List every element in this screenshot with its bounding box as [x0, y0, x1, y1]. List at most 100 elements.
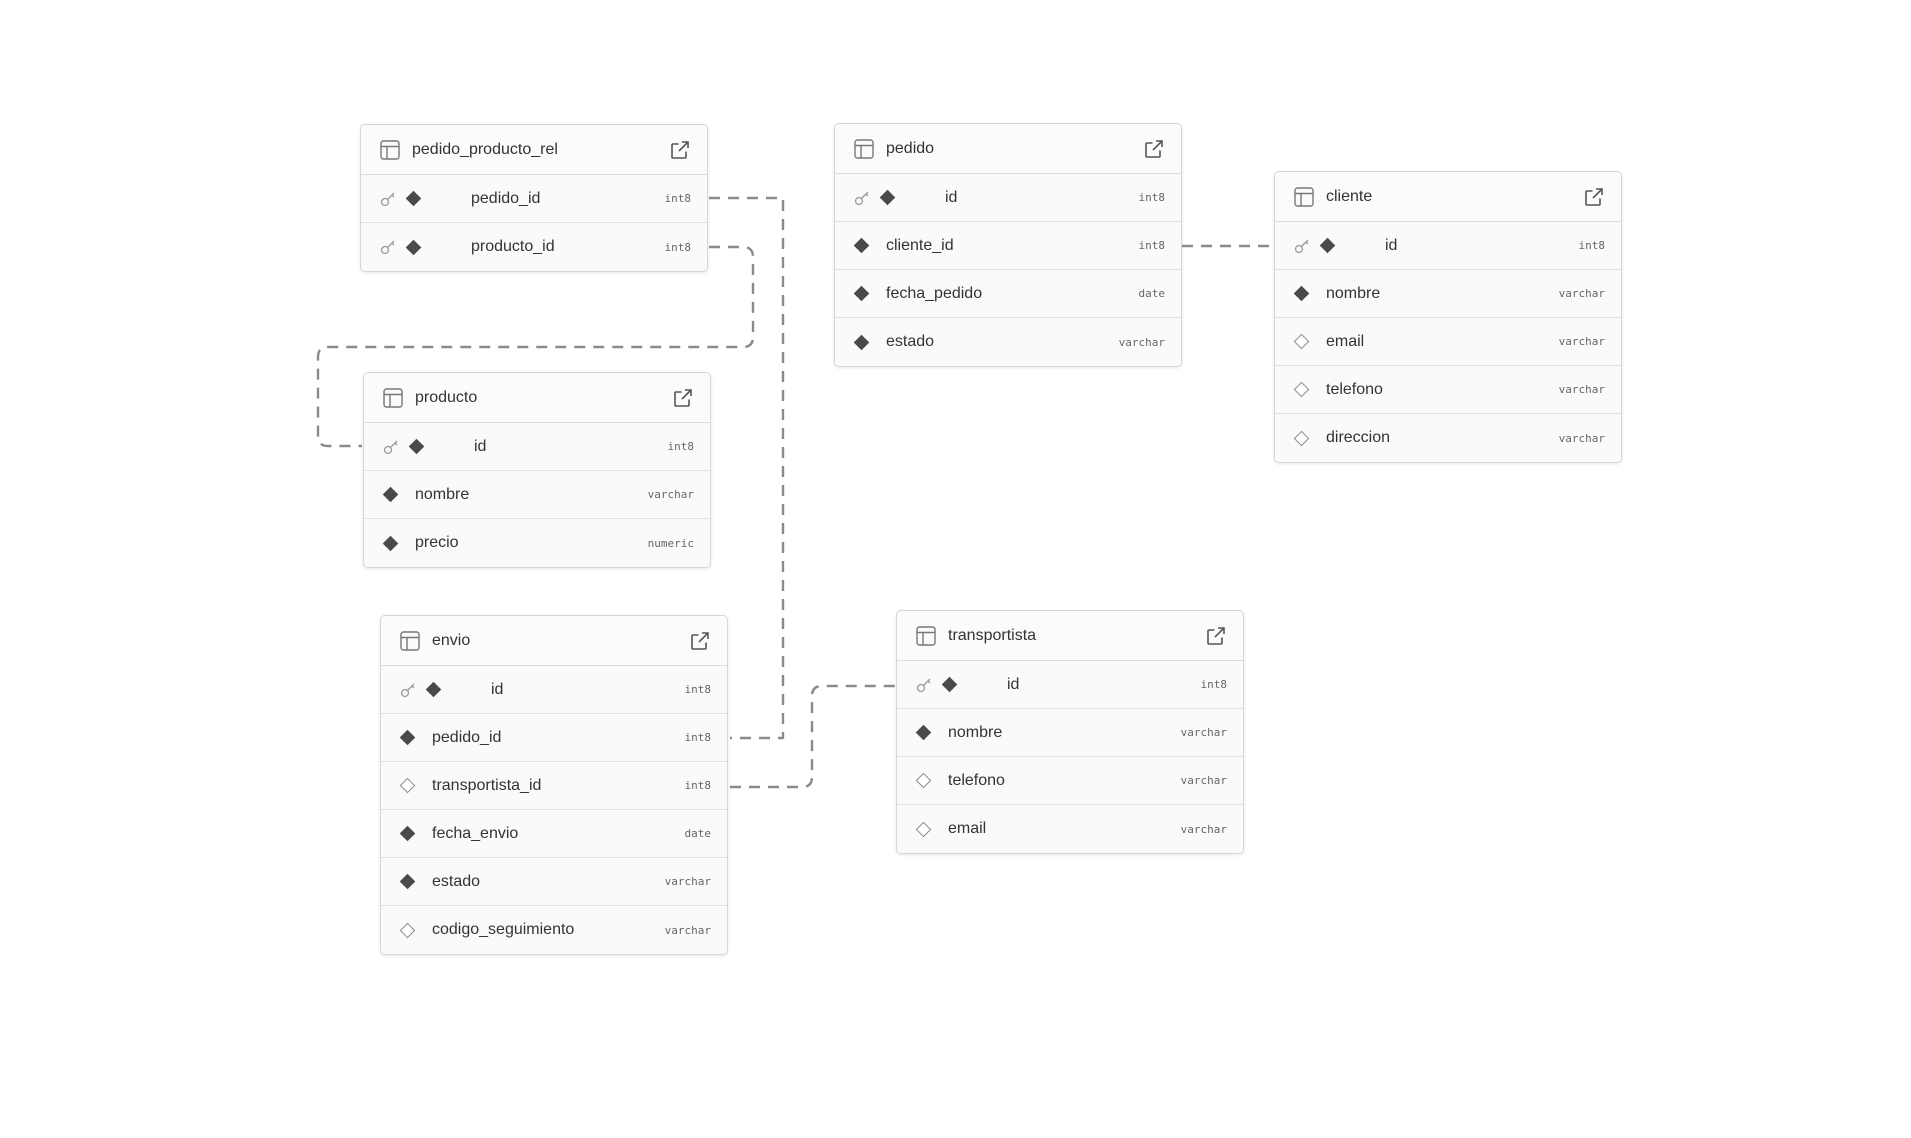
column-row-transportista-id[interactable]: transportista_id int8 — [381, 762, 727, 810]
column-name: id — [1385, 236, 1398, 254]
column-type: varchar — [647, 488, 694, 501]
column-row-pedido-id[interactable]: pedido_id int8 — [381, 714, 727, 762]
column-name: id — [491, 680, 504, 698]
external-link-icon[interactable] — [1583, 186, 1605, 208]
column-name: fecha_envio — [432, 824, 519, 842]
column-type: int8 — [1138, 239, 1166, 252]
table-header: envio — [381, 616, 727, 666]
outline-diamond-icon — [1293, 381, 1310, 398]
column-name: transportista_id — [432, 776, 542, 794]
external-link-icon[interactable] — [689, 630, 711, 652]
column-row-email[interactable]: email varchar — [1275, 318, 1621, 366]
table-header: transportista — [897, 611, 1243, 661]
outline-diamond-icon — [915, 821, 932, 837]
column-row-id[interactable]: id int8 — [835, 174, 1181, 222]
column-type: varchar — [1558, 431, 1605, 445]
column-row-id[interactable]: id int8 — [364, 423, 710, 471]
column-type: varchar — [664, 875, 711, 888]
column-name: nombre — [1326, 284, 1381, 302]
column-name: fecha_pedido — [886, 284, 983, 302]
table-card-producto[interactable]: producto id int8 nombre varchar precio n… — [363, 372, 711, 568]
column-name: estado — [886, 333, 935, 350]
column-name: codigo_seguimiento — [432, 921, 575, 938]
table-card-pedido-producto-rel[interactable]: pedido_producto_rel pedido_id int8 produ… — [360, 124, 708, 272]
column-type: varchar — [1180, 774, 1227, 787]
column-row-fecha-envio[interactable]: fecha_envio date — [381, 810, 727, 858]
external-link-icon[interactable] — [669, 139, 691, 161]
relation-line-envio-transportista-to-transportista — [730, 684, 896, 789]
column-type: int8 — [684, 683, 712, 696]
column-row-direccion[interactable]: direccion varchar — [1275, 414, 1621, 462]
column-name: id — [945, 188, 958, 206]
column-type: int8 — [1578, 239, 1606, 252]
external-link-icon[interactable] — [672, 387, 694, 409]
column-row-pedido-id[interactable]: pedido_id int8 — [361, 175, 707, 223]
table-card-envio[interactable]: envio id int8 pedido_id int8 transportis… — [380, 615, 728, 955]
column-name: cliente_id — [886, 236, 954, 254]
column-type: int8 — [684, 731, 712, 744]
filled-diamond-icon — [853, 237, 870, 254]
filled-diamond-icon — [1293, 285, 1310, 302]
column-type: varchar — [1558, 335, 1605, 348]
table-icon — [399, 630, 421, 652]
column-type: varchar — [1180, 726, 1227, 739]
column-type: int8 — [1138, 191, 1166, 204]
column-name: pedido_id — [432, 728, 502, 746]
table-card-transportista[interactable]: transportista id int8 nombre varchar tel… — [896, 610, 1244, 854]
table-name: cliente — [1326, 187, 1373, 205]
column-row-fecha-pedido[interactable]: fecha_pedido date — [835, 270, 1181, 318]
column-row-cliente-id[interactable]: cliente_id int8 — [835, 222, 1181, 270]
key-icon — [399, 681, 417, 699]
key-icon — [1293, 237, 1311, 255]
table-card-cliente[interactable]: cliente id int8 nombre varchar email var… — [1274, 171, 1622, 463]
filled-diamond-icon — [399, 825, 416, 842]
column-type: date — [1138, 287, 1166, 300]
column-type: varchar — [1118, 335, 1165, 349]
filled-diamond-icon — [941, 676, 958, 693]
filled-diamond-icon — [408, 438, 425, 455]
column-name: pedido_id — [471, 189, 541, 207]
key-icon — [853, 189, 871, 207]
column-row-producto-id[interactable]: producto_id int8 — [361, 223, 707, 271]
table-card-pedido[interactable]: pedido id int8 cliente_id int8 fecha_ped… — [834, 123, 1182, 367]
column-row-nombre[interactable]: nombre varchar — [364, 471, 710, 519]
column-row-nombre[interactable]: nombre varchar — [897, 709, 1243, 757]
filled-diamond-icon — [382, 486, 399, 503]
column-row-telefono[interactable]: telefono varchar — [897, 757, 1243, 805]
key-icon — [382, 438, 400, 456]
column-row-nombre[interactable]: nombre varchar — [1275, 270, 1621, 318]
column-row-estado[interactable]: estado varchar — [835, 318, 1181, 366]
column-name: producto_id — [471, 238, 555, 255]
column-name: precio — [415, 534, 459, 551]
column-row-id[interactable]: id int8 — [381, 666, 727, 714]
table-icon — [915, 625, 937, 647]
column-row-codigo-seguimiento[interactable]: codigo_seguimiento varchar — [381, 906, 727, 954]
filled-diamond-icon — [853, 285, 870, 302]
table-icon — [382, 387, 404, 409]
external-link-icon[interactable] — [1205, 625, 1227, 647]
column-row-id[interactable]: id int8 — [1275, 222, 1621, 270]
table-name: pedido — [886, 139, 935, 157]
column-type: int8 — [664, 192, 692, 205]
column-row-estado[interactable]: estado varchar — [381, 858, 727, 906]
filled-diamond-icon — [915, 724, 932, 741]
column-type: int8 — [684, 779, 712, 792]
column-name: direccion — [1326, 429, 1391, 446]
filled-diamond-icon — [425, 681, 442, 698]
column-name: nombre — [948, 723, 1003, 741]
column-row-email[interactable]: email varchar — [897, 805, 1243, 853]
table-icon — [1293, 186, 1315, 208]
column-row-id[interactable]: id int8 — [897, 661, 1243, 709]
external-link-icon[interactable] — [1143, 138, 1165, 160]
table-header: producto — [364, 373, 710, 423]
table-name: pedido_producto_rel — [412, 140, 558, 158]
column-row-telefono[interactable]: telefono varchar — [1275, 366, 1621, 414]
filled-diamond-icon — [399, 729, 416, 746]
column-row-precio[interactable]: precio numeric — [364, 519, 710, 567]
column-type: int8 — [1200, 678, 1228, 691]
table-icon — [853, 138, 875, 160]
column-name: telefono — [948, 771, 1005, 789]
column-name: nombre — [415, 485, 470, 503]
filled-diamond-icon — [1319, 237, 1336, 254]
outline-diamond-icon — [1293, 430, 1310, 446]
